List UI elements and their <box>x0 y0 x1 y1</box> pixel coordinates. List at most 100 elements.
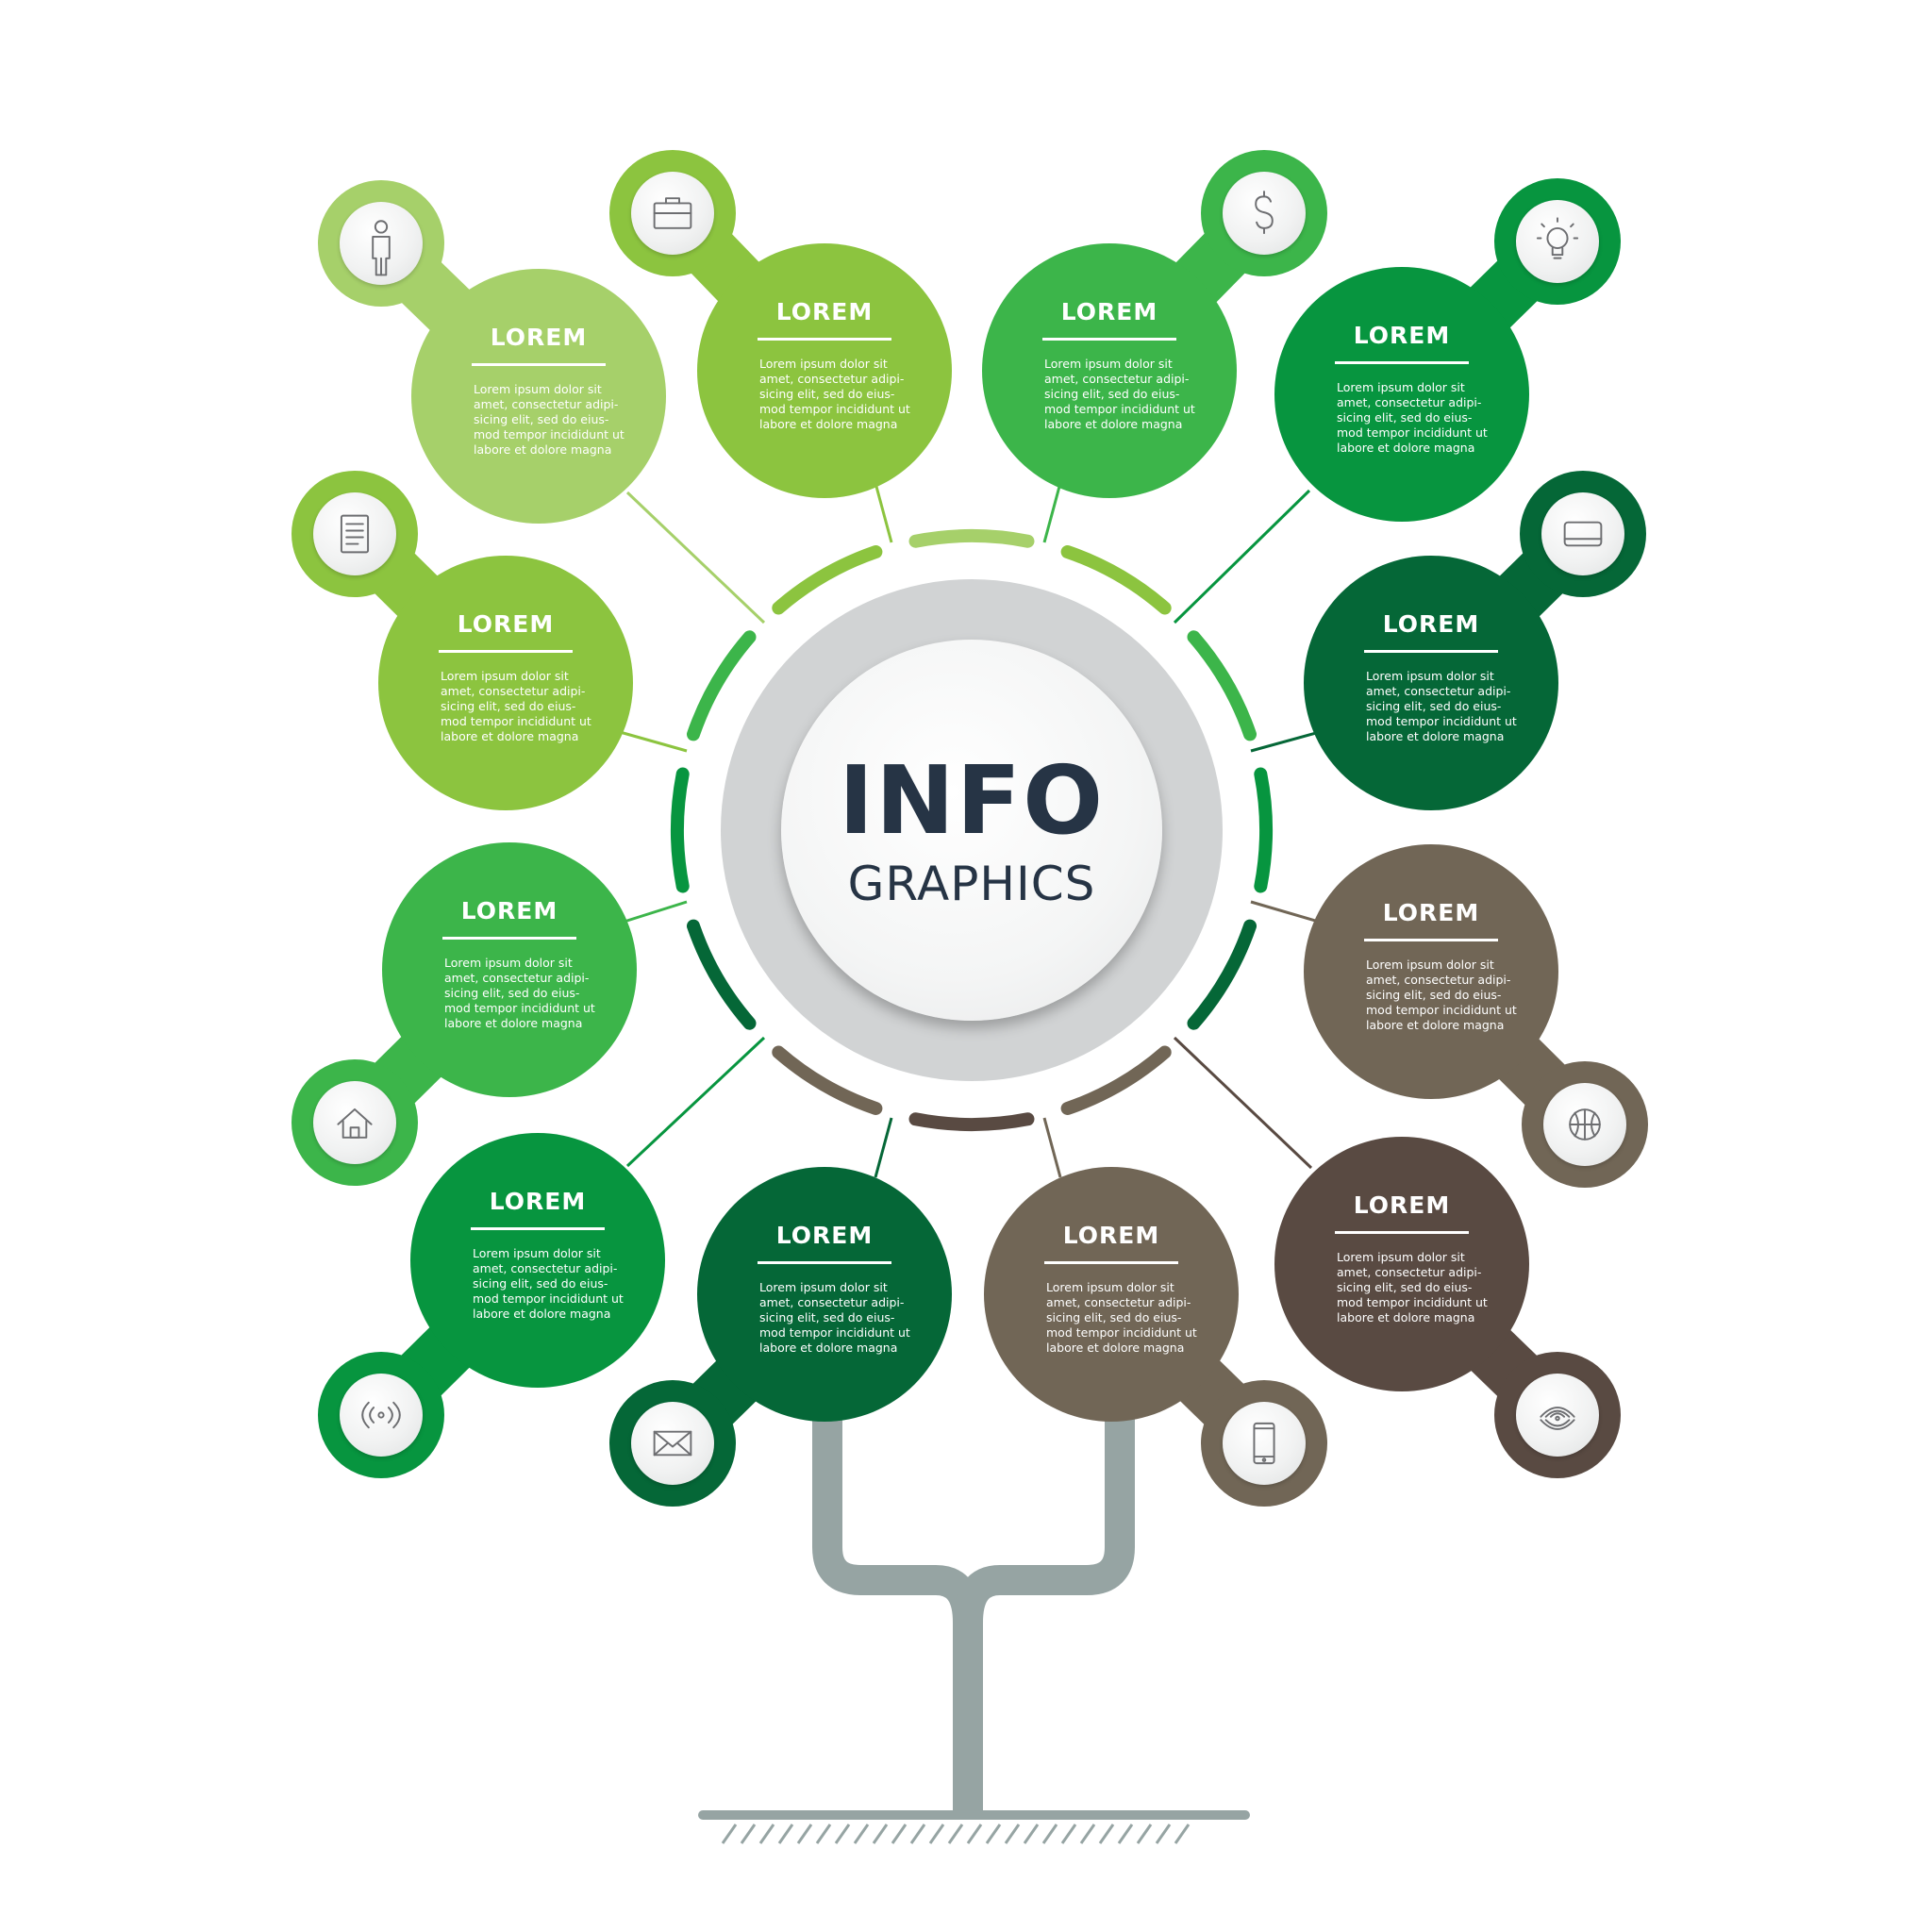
hatch-mark <box>1174 1824 1191 1844</box>
hatch-mark <box>777 1824 794 1844</box>
node-title: LOREM <box>775 298 874 325</box>
topic-node-5: LOREM Lorem ipsum dolor sit amet, consect… <box>378 556 633 810</box>
node-title: LOREM <box>489 1188 587 1215</box>
node-body-text: Lorem ipsum dolor sit amet, consectetur … <box>1366 958 1517 1032</box>
node-body-text: Lorem ipsum dolor sit amet, consectetur … <box>474 382 625 457</box>
ring-segment <box>671 767 690 893</box>
hatch-mark <box>721 1824 738 1844</box>
hatch-mark <box>928 1824 945 1844</box>
basketball-icon <box>1543 1083 1626 1166</box>
hatch-mark <box>758 1824 775 1844</box>
hatch-mark <box>947 1824 964 1844</box>
wifi-signal-icon <box>1516 1374 1599 1457</box>
node-body-text: Lorem ipsum dolor sit amet, consectetur … <box>1044 357 1195 431</box>
node-divider <box>1335 1231 1469 1234</box>
hatch-mark <box>909 1824 926 1844</box>
ring-segment <box>908 1112 1035 1131</box>
node-title: LOREM <box>1353 1191 1451 1219</box>
node-body-text: Lorem ipsum dolor sit amet, consectetur … <box>1337 1250 1488 1324</box>
node-title: LOREM <box>1382 899 1480 926</box>
dollar-icon <box>1223 172 1306 255</box>
node-body-text: Lorem ipsum dolor sit amet, consectetur … <box>444 956 595 1030</box>
trunk <box>812 1415 1135 1811</box>
node-body-text: Lorem ipsum dolor sit amet, consectetur … <box>759 357 910 431</box>
spoke-line <box>625 491 766 625</box>
node-divider <box>471 1227 605 1230</box>
spoke-line <box>612 728 688 753</box>
ring-segment <box>687 630 757 741</box>
ground-hatching <box>721 1824 1191 1844</box>
topic-node-7: LOREM Lorem ipsum dolor sit amet, consect… <box>382 842 637 1097</box>
center-subtitle: GRAPHICS <box>847 857 1096 911</box>
topic-node-9: LOREM Lorem ipsum dolor sit amet, consect… <box>410 1133 665 1388</box>
topic-node-2: LOREM Lorem ipsum dolor sit amet, consect… <box>697 243 952 498</box>
node-divider <box>1335 361 1469 364</box>
node-divider <box>1364 650 1498 653</box>
node-divider <box>442 937 576 940</box>
node-title: LOREM <box>457 610 555 638</box>
node-title: LOREM <box>1062 1222 1160 1249</box>
card-icon <box>1541 492 1624 575</box>
node-body-text: Lorem ipsum dolor sit amet, consectetur … <box>759 1280 910 1355</box>
ring-segment <box>1060 545 1172 615</box>
node-title: LOREM <box>1353 322 1451 349</box>
center-title: INFO <box>838 745 1106 856</box>
topic-node-10: LOREM Lorem ipsum dolor sit amet, consect… <box>697 1167 952 1422</box>
node-body-text: Lorem ipsum dolor sit amet, consectetur … <box>441 669 591 743</box>
ring-segment <box>1060 1045 1172 1115</box>
document-icon <box>313 492 396 575</box>
topic-node-3: LOREM Lorem ipsum dolor sit amet, consect… <box>982 243 1237 498</box>
spoke-line <box>874 1117 893 1178</box>
hatch-mark <box>1079 1824 1096 1844</box>
hatch-mark <box>872 1824 889 1844</box>
trunk-left-branch <box>812 1415 983 1811</box>
broadcast-icon <box>340 1374 423 1457</box>
home-icon <box>313 1081 396 1164</box>
node-divider <box>758 338 891 341</box>
hatch-mark <box>796 1824 813 1844</box>
hatch-mark <box>1098 1824 1115 1844</box>
node-body-text: Lorem ipsum dolor sit amet, consectetur … <box>1046 1280 1197 1355</box>
node-title: LOREM <box>1060 298 1158 325</box>
briefcase-icon <box>631 172 714 255</box>
ring-segment <box>772 545 883 615</box>
hatch-mark <box>1004 1824 1021 1844</box>
spoke-line <box>1173 489 1311 625</box>
hatch-mark <box>1136 1824 1153 1844</box>
node-body-text: Lorem ipsum dolor sit amet, consectetur … <box>473 1246 624 1321</box>
hatch-mark <box>966 1824 983 1844</box>
spoke-line <box>625 1036 766 1168</box>
node-divider <box>758 1261 891 1264</box>
center-disc <box>781 640 1162 1021</box>
hatch-mark <box>1155 1824 1172 1844</box>
hatch-mark <box>1060 1824 1077 1844</box>
ring-segment <box>1187 919 1257 1030</box>
ring-segment <box>908 529 1035 548</box>
smartphone-icon <box>1223 1402 1306 1485</box>
hatch-mark <box>1117 1824 1134 1844</box>
node-title: LOREM <box>1382 610 1480 638</box>
person-icon <box>340 202 423 285</box>
spoke-line <box>1173 1036 1313 1170</box>
node-divider <box>1042 338 1176 341</box>
hatch-mark <box>853 1824 870 1844</box>
node-title: LOREM <box>460 897 558 924</box>
envelope-icon <box>631 1402 714 1485</box>
topic-node-12: LOREM Lorem ipsum dolor sit amet, consect… <box>1274 1137 1529 1391</box>
ring-segment <box>772 1045 883 1115</box>
ring-segment <box>1254 767 1273 893</box>
spoke-line <box>1042 1117 1062 1178</box>
hatch-mark <box>891 1824 908 1844</box>
node-title: LOREM <box>775 1222 874 1249</box>
hatch-mark <box>815 1824 832 1844</box>
hatch-mark <box>985 1824 1002 1844</box>
ring-segment <box>1187 630 1257 741</box>
hatch-mark <box>1041 1824 1058 1844</box>
hatch-mark <box>1023 1824 1040 1844</box>
node-divider <box>1364 939 1498 941</box>
node-divider <box>439 650 573 653</box>
topic-node-8: LOREM Lorem ipsum dolor sit amet, consect… <box>1304 844 1558 1099</box>
